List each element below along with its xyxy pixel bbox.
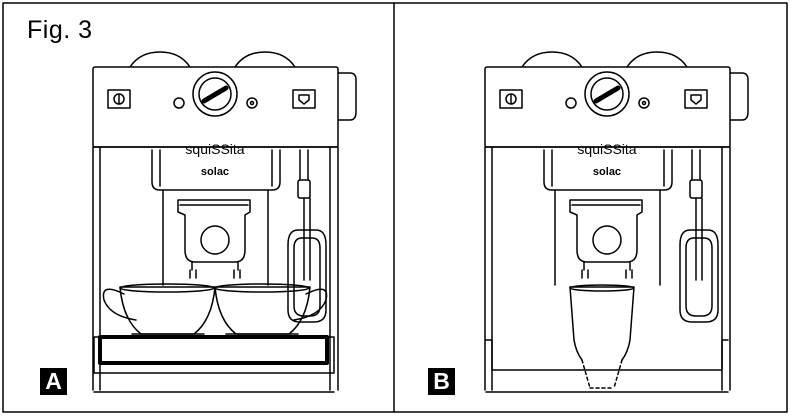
panel-label-b: B <box>428 368 455 395</box>
cup-right <box>214 283 328 335</box>
power-switch-icon <box>107 89 131 109</box>
maker-name-b: solac <box>592 166 622 178</box>
selector-knob-icon <box>192 71 238 117</box>
cup-symbol-icon <box>565 97 577 109</box>
figure-frame <box>2 2 788 413</box>
hot-water-switch-icon <box>292 89 316 109</box>
brand-name-b: squiSSita <box>577 141 637 157</box>
figure-title: Fig. 3 <box>27 16 93 44</box>
maker-name-a: solac <box>200 166 230 178</box>
hot-water-switch-icon <box>684 89 708 109</box>
power-switch-icon <box>499 89 523 109</box>
cup-left <box>102 283 216 335</box>
tall-glass <box>569 284 635 389</box>
panel-a-machine <box>92 51 357 393</box>
cup-symbol-icon <box>173 97 185 109</box>
panel-label-a: A <box>40 368 67 395</box>
panel-b-machine <box>484 51 749 393</box>
brand-name-a: squiSSita <box>185 141 245 157</box>
selector-knob-icon <box>584 71 630 117</box>
